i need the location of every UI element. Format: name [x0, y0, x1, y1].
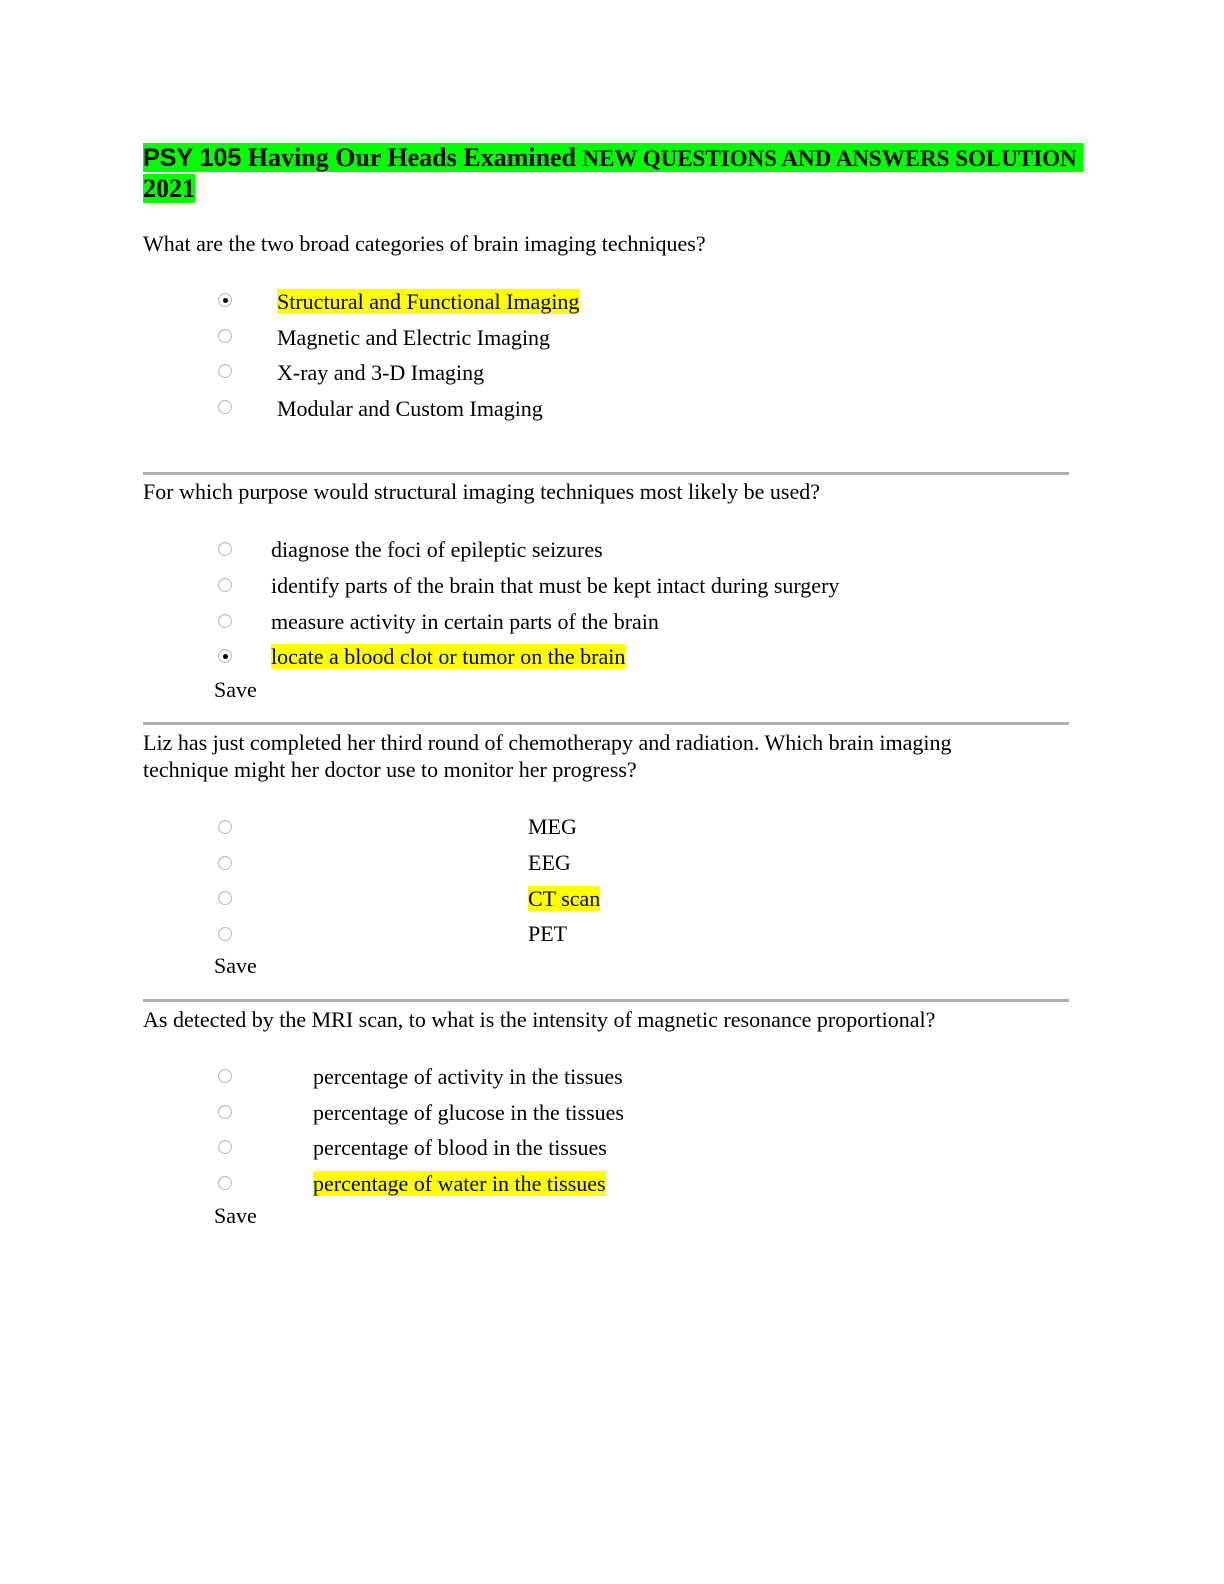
- q3-option-2: EEG: [528, 850, 571, 875]
- q3-radio-3[interactable]: [218, 891, 232, 905]
- document-title: PSY 105 Having Our Heads Examined NEW QU…: [143, 143, 1127, 204]
- q1-radio-1[interactable]: [218, 293, 232, 307]
- divider: [143, 722, 1069, 725]
- divider: [143, 999, 1069, 1002]
- q4-radio-4[interactable]: [218, 1176, 232, 1190]
- q2-option-3: measure activity in certain parts of the…: [271, 609, 659, 634]
- question-1-text: What are the two broad categories of bra…: [143, 231, 706, 256]
- divider: [143, 472, 1069, 475]
- title-rest: NEW QUESTIONS AND ANSWERS SOLUTION: [582, 146, 1077, 171]
- question-2-text: For which purpose would structural imagi…: [143, 479, 820, 504]
- q4-radio-2[interactable]: [218, 1105, 232, 1119]
- q2-option-2: identify parts of the brain that must be…: [271, 573, 840, 598]
- q2-save-button[interactable]: Save: [214, 677, 257, 702]
- q4-option-2: percentage of glucose in the tissues: [313, 1100, 624, 1125]
- title-topic: Having Our Heads Examined: [247, 143, 576, 172]
- q2-radio-4[interactable]: [218, 649, 232, 663]
- q3-radio-4[interactable]: [218, 927, 232, 941]
- q3-option-4: PET: [528, 921, 568, 946]
- q4-radio-3[interactable]: [218, 1140, 232, 1154]
- q2-radio-1[interactable]: [218, 542, 232, 556]
- q2-option-4: locate a blood clot or tumor on the brai…: [271, 644, 626, 669]
- q1-option-2: Magnetic and Electric Imaging: [277, 325, 551, 350]
- question-4-text: As detected by the MRI scan, to what is …: [143, 1007, 936, 1032]
- q1-radio-4[interactable]: [218, 400, 232, 414]
- course-code: PSY 105: [143, 144, 242, 172]
- q4-save-button[interactable]: Save: [214, 1203, 257, 1228]
- q4-option-4: percentage of water in the tissues: [313, 1171, 606, 1196]
- q4-option-1: percentage of activity in the tissues: [313, 1064, 623, 1089]
- q2-option-1: diagnose the foci of epileptic seizures: [271, 537, 603, 562]
- question-3-text-line1: Liz has just completed her third round o…: [143, 730, 952, 755]
- q4-radio-1[interactable]: [218, 1069, 232, 1083]
- q2-radio-2[interactable]: [218, 578, 232, 592]
- q4-option-3: percentage of blood in the tissues: [313, 1135, 607, 1160]
- q2-radio-3[interactable]: [218, 614, 232, 628]
- q1-radio-2[interactable]: [218, 329, 232, 343]
- q3-option-1: MEG: [528, 814, 577, 839]
- title-year: 2021: [143, 174, 195, 203]
- q3-radio-1[interactable]: [218, 820, 232, 834]
- q1-option-1: Structural and Functional Imaging: [277, 289, 580, 314]
- q1-option-3: X-ray and 3-D Imaging: [277, 360, 485, 385]
- q1-option-4: Modular and Custom Imaging: [277, 396, 543, 421]
- q3-option-3: CT scan: [528, 886, 601, 911]
- q3-save-button[interactable]: Save: [214, 953, 257, 978]
- q1-radio-3[interactable]: [218, 364, 232, 378]
- q3-radio-2[interactable]: [218, 856, 232, 870]
- question-3-text-line2: technique might her doctor use to monito…: [143, 757, 637, 782]
